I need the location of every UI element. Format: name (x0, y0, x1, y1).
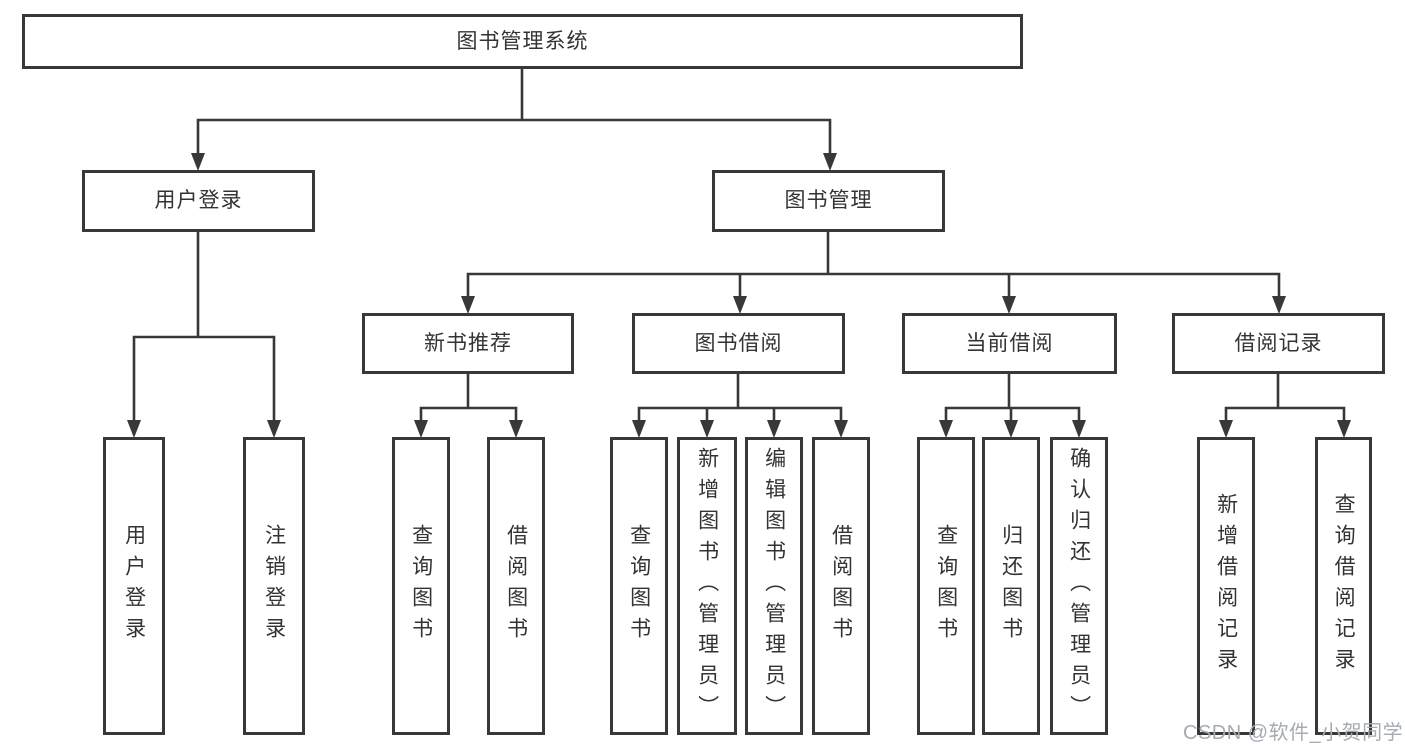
connector-paths (132, 68, 1346, 420)
leaf-logout: 注销登录 (243, 437, 305, 735)
arrow-down-icons (127, 153, 1351, 438)
leaf-add-book-admin: 新增图书（管理员） (677, 437, 737, 735)
leaf-return-book: 归还图书 (982, 437, 1040, 735)
node-current-borrow: 当前借阅 (902, 313, 1117, 374)
leaf-edit-book-admin: 编辑图书（管理员） (745, 437, 803, 735)
node-book-management: 图书管理 (712, 170, 945, 232)
node-root: 图书管理系统 (22, 14, 1023, 69)
leaf-borrow-book-recommend: 借阅图书 (487, 437, 545, 735)
leaf-query-book-recommend: 查询图书 (392, 437, 450, 735)
node-new-book-recommend: 新书推荐 (362, 313, 574, 374)
watermark: CSDN @软件_小贺同学 (1183, 722, 1404, 744)
leaf-confirm-return-admin: 确认归还（管理员） (1050, 437, 1108, 735)
leaf-query-borrow-record: 查询借阅记录 (1315, 437, 1372, 735)
leaf-user-login: 用户登录 (103, 437, 165, 735)
node-user-login: 用户登录 (82, 170, 315, 232)
node-borrow-record: 借阅记录 (1172, 313, 1385, 374)
leaf-query-book-current: 查询图书 (917, 437, 975, 735)
leaf-add-borrow-record: 新增借阅记录 (1197, 437, 1255, 735)
leaf-borrow-book: 借阅图书 (812, 437, 870, 735)
leaf-query-book-borrow: 查询图书 (610, 437, 668, 735)
node-book-borrow: 图书借阅 (632, 313, 845, 374)
